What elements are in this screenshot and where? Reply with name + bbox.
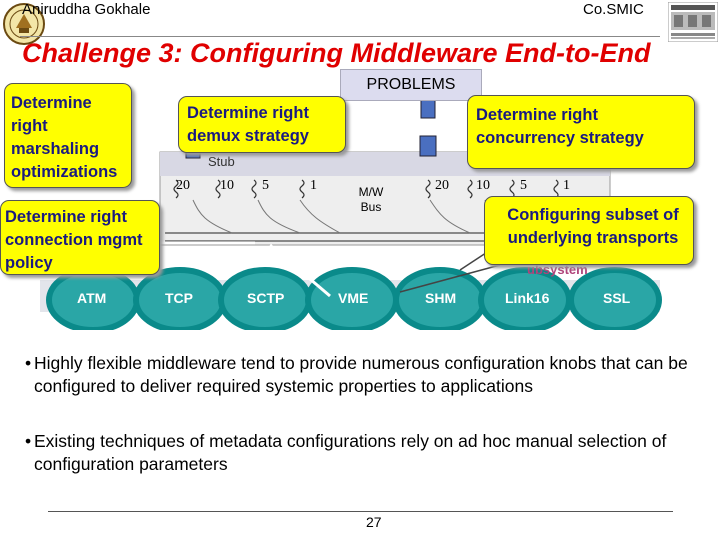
transport-label: SHM (425, 290, 457, 306)
header-divider (20, 36, 660, 37)
priority-squiggle (553, 179, 559, 199)
slide-title: Challenge 3: Configuring Middleware End-… (22, 38, 651, 68)
problems-label: PROBLEMS (340, 69, 482, 101)
priority-squiggle (509, 179, 515, 199)
priority-label: 20 (435, 178, 449, 193)
transport-rings (40, 267, 662, 330)
priority-label: 1 (563, 178, 570, 193)
priority-label: 5 (520, 178, 527, 193)
footer-divider (48, 511, 673, 512)
priority-squiggle (173, 179, 179, 199)
transport-label: ATM (77, 290, 107, 306)
priority-squiggle (299, 179, 305, 199)
transport-label: VME (338, 290, 369, 306)
priority-squiggle (251, 179, 257, 199)
middleware-diagram: 20 10 5 1 20 10 5 1 Stub M/W Bus ubsyste… (0, 69, 695, 330)
priority-label: 20 (176, 178, 190, 193)
transport-ring (568, 267, 662, 330)
callout-demux: Determine right demux strategy (178, 96, 346, 153)
bullet-marker: • (25, 353, 32, 373)
bullet-text: Existing techniques of metadata configur… (34, 431, 667, 474)
transport-label: SCTP (247, 290, 285, 306)
priority-label: 10 (220, 178, 234, 193)
bullet-item: • Existing techniques of metadata config… (25, 430, 715, 476)
priority-label: 10 (476, 178, 490, 193)
transport-label: SSL (603, 290, 631, 306)
callout-marshaling: Determine right marshaling optimizations (4, 83, 132, 188)
bullet-marker: • (25, 431, 32, 451)
priority-squiggle (467, 179, 473, 199)
priority-label: 1 (310, 178, 317, 193)
subsystem-label: ubsystem (527, 262, 588, 277)
stub-label: Stub (208, 154, 235, 169)
author-name: Aniruddha Gokhale (22, 1, 151, 18)
page-number: 27 (366, 514, 382, 530)
transport-label: Link16 (505, 290, 550, 306)
priority-label: 5 (262, 178, 269, 193)
university-seal-logo (2, 2, 46, 46)
priority-squiggle (215, 179, 221, 199)
bullet-text: Highly flexible middleware tend to provi… (34, 353, 688, 396)
transport-label: TCP (165, 290, 193, 306)
callout-transports: Configuring subset of underlying transpo… (484, 196, 694, 265)
bus-label: M/W Bus (358, 185, 384, 214)
org-name: Co.SMIC (583, 1, 644, 18)
callout-concurrency: Determine right concurrency strategy (467, 95, 695, 169)
bullet-item: • Highly flexible middleware tend to pro… (25, 352, 715, 398)
priority-squiggle (425, 179, 431, 199)
callout-connection: Determine right connection mgmt policy (0, 200, 160, 275)
